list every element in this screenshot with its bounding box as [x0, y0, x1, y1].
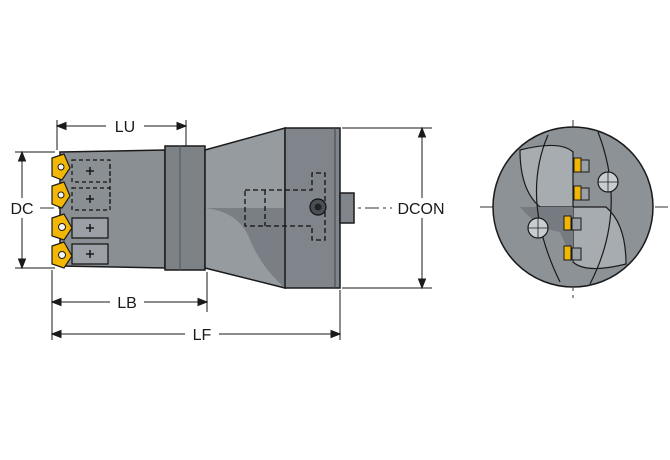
plus-mark-icon [86, 167, 94, 258]
insert-pockets [71, 217, 109, 265]
insert-screw-holes [57, 163, 66, 259]
screw-socket [314, 203, 322, 211]
cutter-neck-band [164, 145, 206, 271]
label-lu: LU [115, 119, 135, 136]
rim-arc-right [589, 131, 612, 285]
web-center-shading [520, 207, 573, 262]
chip-flute-lower [572, 206, 627, 270]
end-view-insert-seats [571, 159, 590, 261]
side-view [40, 127, 440, 289]
rim-arc-left [535, 134, 561, 283]
end-view [480, 120, 668, 298]
drive-key [339, 192, 355, 224]
taper-shading [205, 208, 285, 288]
label-dc: DC [10, 201, 33, 218]
coolant-bore-hidden-line [244, 172, 326, 241]
label-lb: LB [117, 295, 137, 312]
label-lf: LF [193, 327, 212, 344]
label-dcon: DCON [397, 201, 444, 218]
hidden-insert-pockets [71, 159, 111, 211]
